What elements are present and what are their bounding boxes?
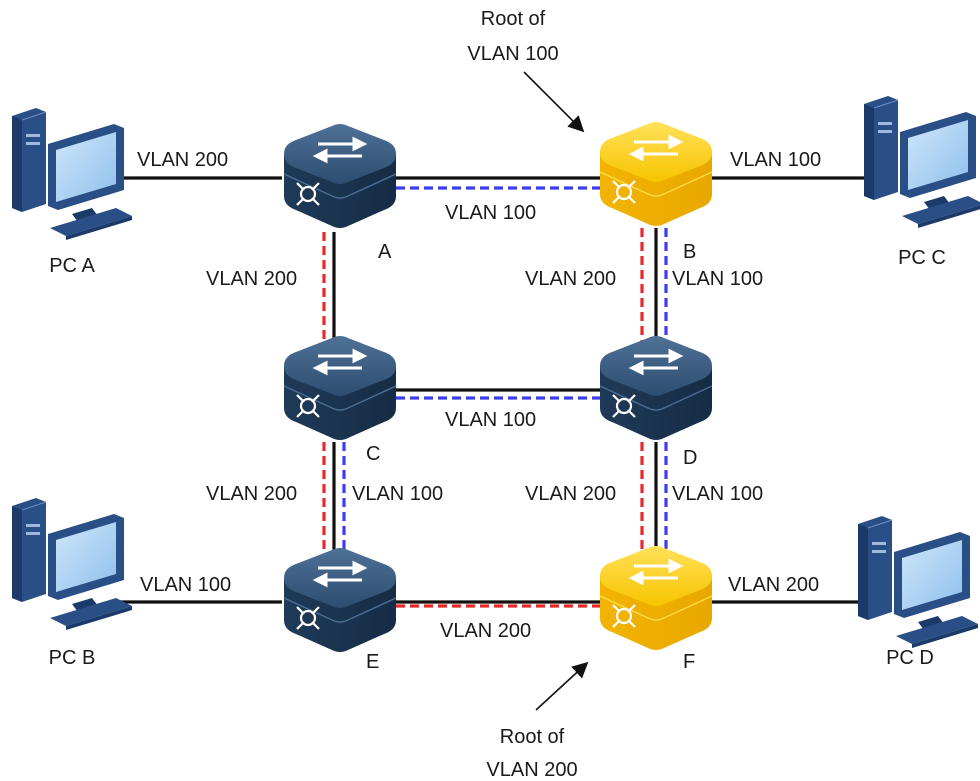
link-C-E-red-label: VLAN 200 <box>206 483 297 505</box>
switch-D-label: D <box>683 447 697 469</box>
pc-A-label: PC A <box>49 255 95 277</box>
link-D-F-blue-label: VLAN 100 <box>672 483 763 505</box>
pc-D-icon <box>857 515 979 649</box>
link-C-E-blue-label: VLAN 100 <box>352 483 443 505</box>
physical-links <box>120 176 865 604</box>
link-A-B-label: VLAN 100 <box>445 202 536 224</box>
switch-D-icon <box>598 334 714 442</box>
root-vlan100-label-line2: VLAN 100 <box>467 43 558 65</box>
link-pcA-A-label: VLAN 200 <box>137 149 228 171</box>
pc-B-icon <box>11 497 133 631</box>
pc-C-label: PC C <box>898 247 946 269</box>
switch-A-icon <box>282 122 398 230</box>
link-E-F-label: VLAN 200 <box>440 620 531 642</box>
switch-E-icon <box>282 546 398 654</box>
switch-C-icon <box>282 334 398 442</box>
link-pcB-E-label: VLAN 100 <box>140 574 231 596</box>
root-vlan100-arrow <box>523 71 585 133</box>
root-vlan200-label-line2: VLAN 200 <box>486 759 577 781</box>
switch-F-icon <box>598 544 714 652</box>
link-B-D-red-label: VLAN 200 <box>525 268 616 290</box>
switch-C-label: C <box>366 443 380 465</box>
root-vlan200-label-line1: Root of <box>500 726 565 748</box>
root-vlan200-arrow <box>535 661 589 711</box>
pc-D-label: PC D <box>886 647 934 669</box>
link-C-D-label: VLAN 100 <box>445 409 536 431</box>
link-F-pcD-label: VLAN 200 <box>728 574 819 596</box>
pc-C-icon <box>863 95 980 229</box>
switch-A-label: A <box>378 241 392 263</box>
pc-B-label: PC B <box>49 647 96 669</box>
vlan-paths <box>322 186 668 608</box>
switch-B-label: B <box>683 241 696 263</box>
link-B-pcC-label: VLAN 100 <box>730 149 821 171</box>
switch-E-label: E <box>366 651 379 673</box>
switch-B-icon <box>598 120 714 228</box>
pc-A-icon <box>11 107 133 241</box>
link-A-C-label: VLAN 200 <box>206 268 297 290</box>
link-D-F-red-label: VLAN 200 <box>525 483 616 505</box>
link-B-D-blue-label: VLAN 100 <box>672 268 763 290</box>
switch-F-label: F <box>683 651 695 673</box>
root-vlan100-label-line1: Root of <box>481 8 546 30</box>
